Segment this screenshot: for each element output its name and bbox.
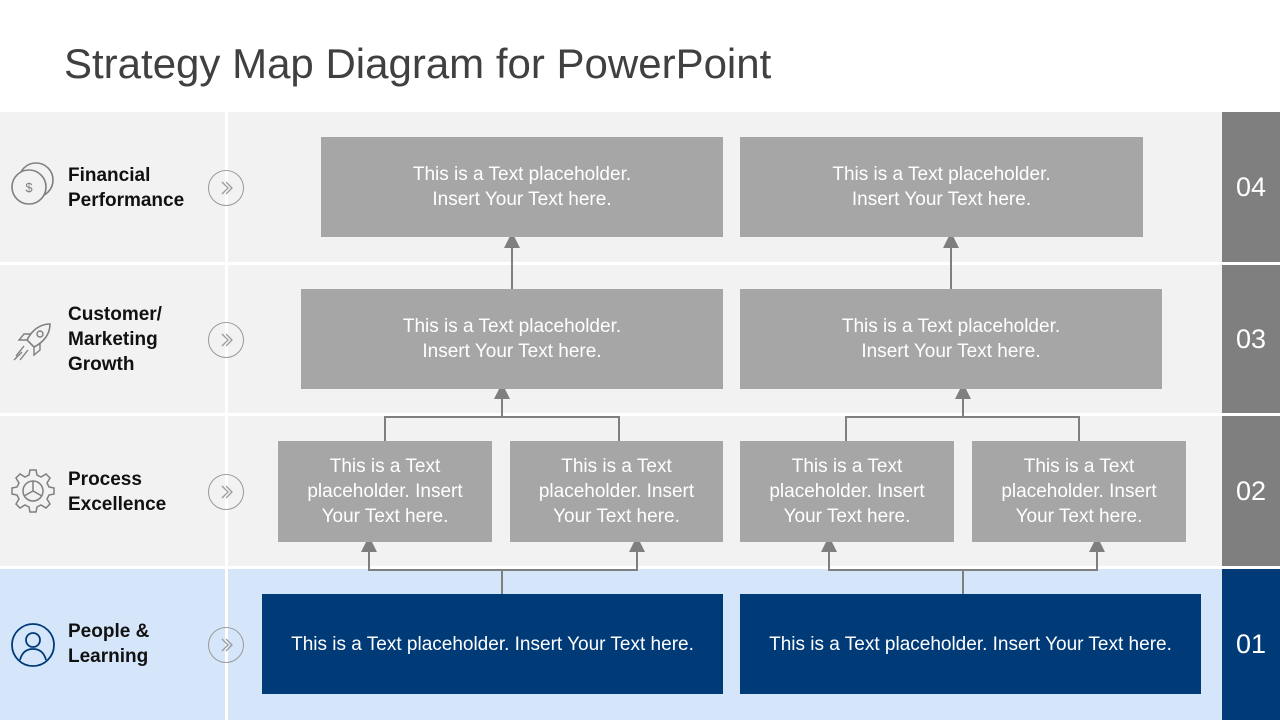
gear-icon [11, 469, 55, 513]
row-label-financial: Financial Performance [68, 165, 185, 211]
row-label-process: Process Excellence [68, 469, 167, 515]
dollar-coins-icon: $ [11, 162, 54, 205]
customer-box-2[interactable]: This is a Text placeholder. Insert Your … [740, 289, 1162, 389]
process-box-4[interactable]: This is a Text placeholder. Insert Your … [972, 441, 1186, 542]
connector-people-process-right-a [821, 536, 964, 594]
row-label-customer: Customer/ Marketing Growth [68, 304, 162, 375]
row-arrow-people[interactable] [208, 627, 244, 663]
row-arrow-financial[interactable] [208, 170, 244, 206]
people-box-1[interactable]: This is a Text placeholder. Insert Your … [262, 594, 723, 694]
connector-people-process-left-a [361, 536, 503, 594]
connector-people-process-right-b [963, 536, 1105, 571]
svg-text:$: $ [25, 180, 33, 195]
rocket-icon [13, 323, 51, 361]
process-box-2[interactable]: This is a Text placeholder. Insert Your … [510, 441, 723, 542]
row-arrow-process[interactable] [208, 474, 244, 510]
chevron-right-icon [221, 638, 233, 652]
row-number-03: 03 [1222, 265, 1280, 413]
chevron-right-icon [221, 181, 233, 195]
page-title: Strategy Map Diagram for PowerPoint [64, 40, 772, 87]
row-number-02: 02 [1222, 416, 1280, 566]
chevron-right-icon [221, 333, 233, 347]
connector-process-customer-right [845, 391, 1080, 441]
row-label-people: People & Learning [68, 621, 150, 667]
process-box-1[interactable]: This is a Text placeholder. Insert Your … [278, 441, 492, 542]
connector-people-process-left-b [502, 536, 645, 571]
row-number-01: 01 [1222, 569, 1280, 720]
row-number-04: 04 [1222, 112, 1280, 262]
person-icon [11, 623, 55, 667]
people-box-2[interactable]: This is a Text placeholder. Insert Your … [740, 594, 1201, 694]
chevron-right-icon [221, 485, 233, 499]
customer-box-1[interactable]: This is a Text placeholder. Insert Your … [301, 289, 723, 389]
label-column-divider [225, 112, 228, 720]
financial-box-2[interactable]: This is a Text placeholder. Insert Your … [740, 137, 1143, 237]
financial-box-1[interactable]: This is a Text placeholder. Insert Your … [321, 137, 723, 237]
process-box-3[interactable]: This is a Text placeholder. Insert Your … [740, 441, 954, 542]
connector-process-customer-left [384, 391, 620, 441]
row-arrow-customer[interactable] [208, 322, 244, 358]
